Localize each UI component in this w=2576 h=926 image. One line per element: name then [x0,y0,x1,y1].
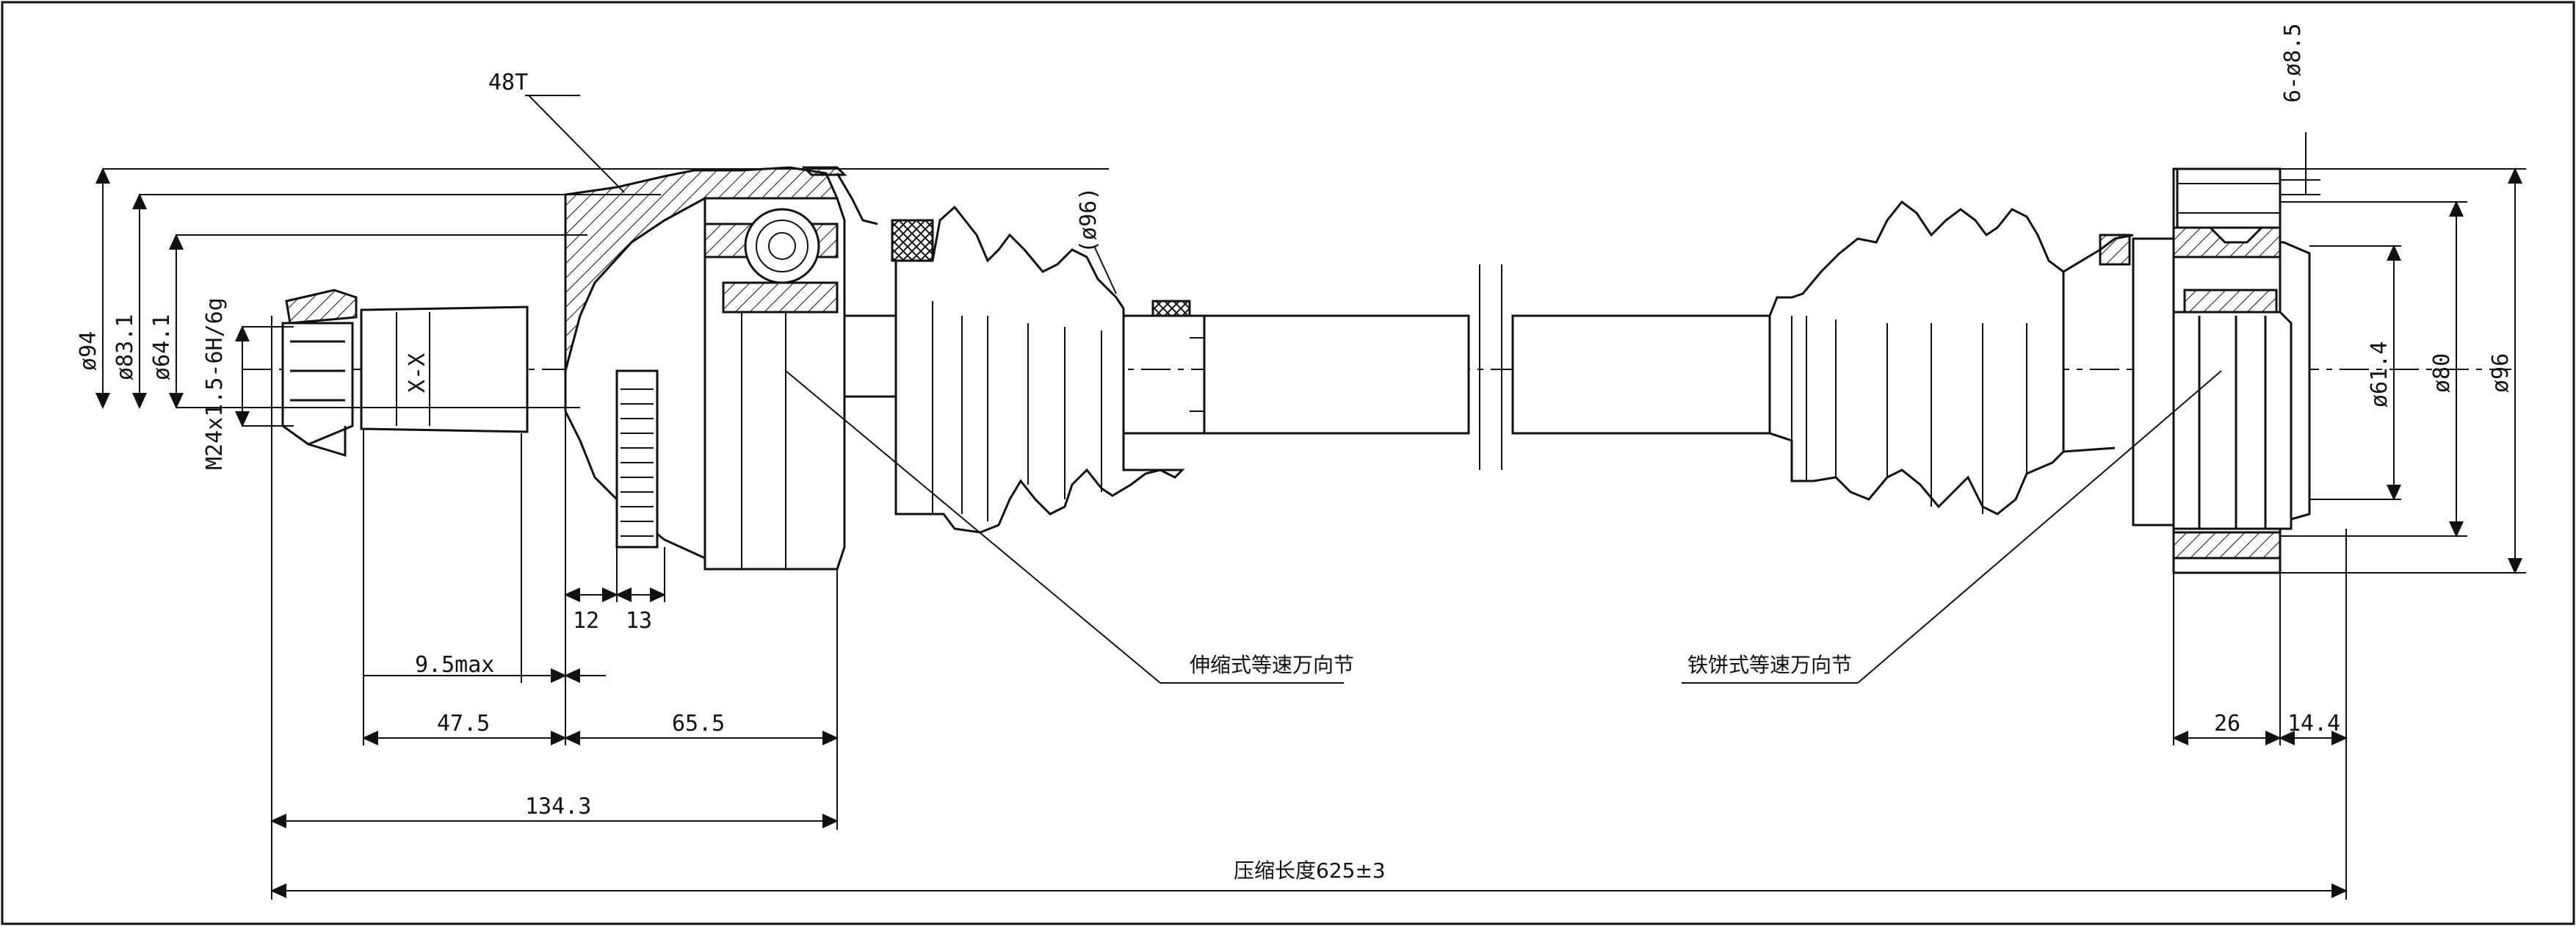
joint-right-label: 铁饼式等速万向节 [1687,653,1852,677]
dimension-lines [95,95,2526,900]
dim-47-5: 47.5 [437,711,490,737]
dia-94: ø94 [76,331,101,371]
dia-80: ø80 [2429,353,2455,393]
boot-right [1768,200,2134,516]
teeth-label: 48T [488,70,528,95]
shaft [1190,264,1771,470]
dim-65-5: 65.5 [672,711,725,737]
holes-label: 6-ø8.5 [2280,23,2306,103]
thread-label: M24x1.5-6H/6g [202,297,228,470]
dia-96: ø96 [2488,353,2514,393]
dim-9-5: 9.5max [415,652,494,678]
boot-diameter-label: (ø96) [1076,187,1101,253]
threaded-stub [281,289,529,457]
plunge-joint-left [564,166,900,571]
dia-64: ø64.1 [149,314,175,380]
dim-26: 26 [2214,711,2240,737]
boot-left [891,205,1206,534]
labels: 48T 6-ø8.5 X-X M24x1.5-6H/6g (ø96) ø94 ø… [76,23,2514,883]
dim-134-3: 134.3 [525,794,591,820]
joint-left-label: 伸缩式等速万向节 [1190,653,1354,677]
dia-83: ø83.1 [112,314,138,380]
total-length: 压缩长度625±3 [1234,858,1386,883]
dim-14-4: 14.4 [2287,711,2340,737]
disc-joint-right [2132,167,2311,574]
abs-tone-ring [621,388,654,537]
dim-12: 12 [573,608,599,634]
dim-13: 13 [626,608,652,634]
section-label: X-X [405,353,430,393]
dia-61: ø61.4 [2367,341,2392,408]
